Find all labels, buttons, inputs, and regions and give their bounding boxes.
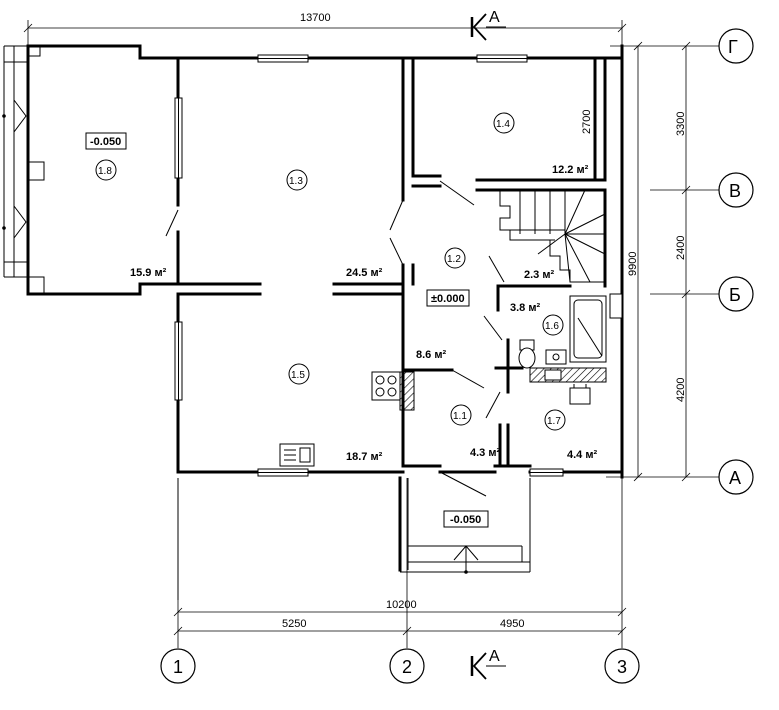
area-1-6: 3.8 м² bbox=[510, 302, 540, 314]
stove bbox=[371, 371, 415, 411]
dimension-text-5250: 5250 bbox=[282, 618, 306, 630]
room-number-1-3: 1.3 bbox=[289, 176, 303, 187]
area-1-8: 15.9 м² bbox=[130, 267, 167, 279]
room-number-1-7: 1.7 bbox=[547, 416, 561, 427]
axis-label-3: 3 bbox=[617, 657, 627, 677]
kitchen-sink bbox=[279, 443, 315, 467]
dimension-text-3300: 3300 bbox=[675, 112, 687, 136]
axis-marker-A: А bbox=[718, 459, 754, 495]
room-number-1-6: 1.6 bbox=[545, 321, 559, 332]
dimension-2700: 2700 bbox=[581, 110, 593, 134]
floor-level: ±0.000 bbox=[431, 293, 465, 305]
axis-marker-G: Г bbox=[718, 28, 754, 64]
outer-walls bbox=[176, 44, 624, 479]
area-1-4: 12.2 м² bbox=[552, 164, 589, 176]
door-swings bbox=[165, 180, 505, 497]
axis-marker-3: 3 bbox=[604, 648, 640, 684]
room-number-1-2: 1.2 bbox=[447, 254, 461, 265]
room-labels: 1.3 1.4 1.2 1.5 1.6 1.1 1.7 bbox=[286, 112, 566, 431]
toilet bbox=[518, 339, 536, 369]
room-number-1-1: 1.1 bbox=[453, 411, 467, 422]
axis-marker-1: 1 bbox=[160, 648, 196, 684]
axis-marker-V: В bbox=[718, 172, 754, 208]
axis-label-2: 2 bbox=[402, 657, 412, 677]
windows bbox=[174, 54, 623, 477]
dimension-text-4200: 4200 bbox=[675, 378, 687, 402]
area-1-5: 18.7 м² bbox=[346, 451, 383, 463]
area-1-1: 8.6 м² bbox=[416, 349, 446, 361]
dimension-text-10200: 10200 bbox=[386, 599, 417, 611]
dimension-text-9900: 9900 bbox=[627, 252, 639, 276]
bath-wall-hatch bbox=[529, 367, 607, 383]
axis-label-G: Г bbox=[728, 37, 738, 57]
area-1-7: 4.4 м² bbox=[567, 449, 597, 461]
dimension-text-2400: 2400 bbox=[675, 236, 687, 260]
porch: -0.050 bbox=[177, 476, 531, 600]
dimension-text-2700: 2700 bbox=[581, 110, 593, 134]
dimension-bottom-chain: 10200 5250 4950 bbox=[173, 478, 627, 648]
porch-level: -0.050 bbox=[450, 514, 481, 526]
axis-label-A: А bbox=[729, 468, 741, 488]
dimension-text-13700: 13700 bbox=[300, 12, 331, 24]
area-stair: 2.3 м² bbox=[524, 269, 554, 281]
terrace-level: -0.050 bbox=[90, 136, 121, 148]
dimension-overall-width: 13700 bbox=[23, 12, 627, 46]
section-letter-top: А bbox=[489, 9, 500, 26]
room-number-1-8: 1.8 bbox=[98, 166, 112, 177]
section-mark-top: А bbox=[470, 9, 506, 41]
floor-level-marker: ±0.000 bbox=[426, 289, 470, 307]
staircase bbox=[499, 189, 606, 283]
axis-label-B: Б bbox=[729, 285, 741, 305]
axis-marker-2: 2 bbox=[389, 648, 425, 684]
boiler bbox=[569, 384, 591, 405]
area-1-3: 24.5 м² bbox=[346, 267, 383, 279]
section-letter-bottom: А bbox=[489, 648, 500, 665]
dimension-right-chain: 9900 3300 2400 4200 bbox=[606, 41, 720, 482]
axis-marker-B: Б bbox=[718, 276, 754, 312]
room-number-1-5: 1.5 bbox=[291, 370, 305, 381]
area-hall: 4.3 м² bbox=[470, 447, 500, 459]
room-number-1-4: 1.4 bbox=[496, 119, 510, 130]
section-mark-bottom: А bbox=[470, 648, 506, 680]
dimension-text-4950: 4950 bbox=[500, 618, 524, 630]
axis-label-V: В bbox=[729, 181, 741, 201]
terrace-1-8: -0.050 1.8 15.9 м² bbox=[2, 44, 180, 296]
bathtub bbox=[569, 295, 607, 363]
interior-walls bbox=[176, 56, 607, 468]
washbasin bbox=[545, 349, 567, 365]
room-areas: 24.5 м² 12.2 м² 18.7 м² 8.6 м² 4.3 м² 2.… bbox=[346, 164, 597, 463]
axis-label-1: 1 bbox=[173, 657, 183, 677]
